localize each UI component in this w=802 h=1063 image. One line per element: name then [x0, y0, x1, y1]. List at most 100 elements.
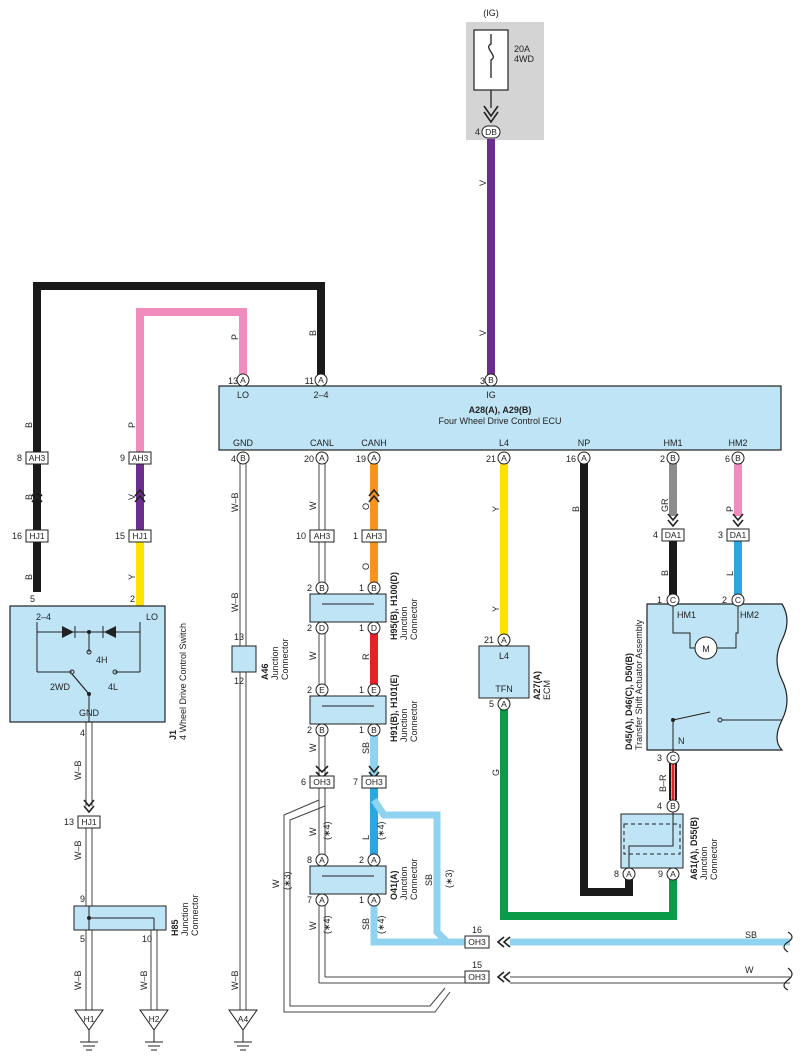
svg-text:HM1: HM1: [677, 610, 696, 620]
svg-text:2: 2: [307, 685, 312, 695]
svg-text:H1: H1: [84, 1014, 95, 1024]
svg-text:Y: Y: [127, 574, 137, 580]
fuse-source: (IG): [483, 8, 499, 18]
svg-text:W: W: [308, 501, 318, 510]
svg-text:N: N: [678, 736, 685, 746]
svg-text:D45(A), D46(C), D50(B): D45(A), D46(C), D50(B): [624, 653, 634, 750]
o41-junction: A 8 A 2 A 7 A 1 O41(A) Junction Connecto…: [307, 853, 419, 907]
svg-text:4: 4: [657, 801, 662, 811]
svg-text:GND: GND: [79, 708, 100, 718]
svg-text:B: B: [24, 422, 34, 428]
svg-text:4 Wheel Drive Control Switch: 4 Wheel Drive Control Switch: [178, 623, 188, 740]
svg-text:LO: LO: [237, 390, 249, 400]
svg-text:H91(B), H101(E): H91(B), H101(E): [389, 674, 399, 742]
wire-color-labels: V V P B B B B P V Y W–B W–B W–B W W W O …: [24, 180, 757, 990]
svg-text:(∗4): (∗4): [322, 821, 332, 840]
svg-text:A: A: [581, 453, 587, 463]
svg-text:SB: SB: [424, 874, 434, 886]
svg-text:2: 2: [307, 623, 312, 633]
svg-text:16: 16: [12, 531, 22, 541]
ecu-box: [218, 385, 782, 451]
svg-text:AH3: AH3: [366, 531, 383, 541]
svg-text:13: 13: [234, 632, 244, 642]
svg-text:A: A: [240, 375, 246, 385]
svg-text:2–4: 2–4: [36, 612, 51, 622]
svg-text:V: V: [478, 330, 488, 336]
svg-text:2: 2: [722, 595, 727, 605]
svg-text:O: O: [361, 503, 371, 510]
svg-text:A46: A46: [260, 663, 270, 680]
svg-text:W–B: W–B: [230, 970, 240, 990]
svg-text:E: E: [371, 685, 377, 695]
svg-text:13: 13: [64, 817, 74, 827]
svg-text:B: B: [240, 453, 246, 463]
svg-text:AH3: AH3: [29, 453, 46, 463]
svg-text:ECM: ECM: [542, 680, 552, 700]
svg-text:IG: IG: [486, 390, 496, 400]
svg-text:6: 6: [301, 777, 306, 787]
control-switch: 5 2 2–4 LO 4H 4L 2WD GND 4 J1 4 Wheel Dr…: [9, 594, 188, 740]
svg-text:Junction: Junction: [399, 708, 409, 742]
svg-text:CANL: CANL: [310, 438, 334, 448]
svg-text:Transfer Shift Actuator Assemb: Transfer Shift Actuator Assembly: [634, 619, 644, 750]
svg-text:W–B: W–B: [73, 760, 83, 780]
motor-icon: [694, 636, 718, 660]
svg-text:12: 12: [234, 676, 244, 686]
svg-text:Junction: Junction: [699, 846, 709, 880]
svg-text:4: 4: [231, 454, 236, 464]
svg-text:B: B: [670, 453, 676, 463]
svg-text:A: A: [318, 375, 324, 385]
svg-text:V: V: [478, 180, 488, 186]
svg-text:B: B: [319, 725, 325, 735]
svg-text:W–B: W–B: [139, 970, 149, 990]
svg-text:Junction: Junction: [270, 646, 280, 680]
h85-junction: 9 5 10 H85 Junction Connector: [73, 894, 200, 944]
svg-text:A4: A4: [238, 1014, 249, 1024]
ground-icon: H1: [74, 1009, 104, 1051]
svg-text:W–B: W–B: [73, 840, 83, 860]
inline-connectors: AH3 8 AH3 9 HJ1 16 HJ1 15 AH3 10 AH3 1 D…: [12, 451, 750, 984]
svg-text:B: B: [24, 574, 34, 580]
svg-text:1: 1: [359, 685, 364, 695]
svg-text:19: 19: [356, 454, 366, 464]
svg-text:5: 5: [80, 934, 85, 944]
svg-text:B: B: [24, 494, 34, 500]
svg-text:W: W: [308, 651, 318, 660]
svg-text:GND: GND: [233, 438, 254, 448]
switch-blade-icon: [672, 711, 711, 721]
ecu-name: Four Wheel Drive Control ECU: [438, 416, 561, 426]
svg-text:Connector: Connector: [409, 700, 419, 742]
svg-text:A: A: [501, 635, 507, 645]
svg-text:A61(A), D55(B): A61(A), D55(B): [689, 817, 699, 880]
svg-text:A: A: [371, 895, 377, 905]
svg-text:A: A: [371, 855, 377, 865]
svg-text:E: E: [319, 685, 325, 695]
svg-text:B: B: [735, 453, 741, 463]
svg-text:3: 3: [657, 753, 662, 763]
svg-text:A: A: [501, 453, 507, 463]
svg-text:DA1: DA1: [730, 530, 747, 540]
svg-text:OH3: OH3: [468, 972, 486, 982]
svg-text:C: C: [735, 595, 741, 605]
svg-text:A: A: [670, 869, 676, 879]
svg-text:NP: NP: [578, 438, 591, 448]
diode-icon: [62, 626, 74, 638]
svg-text:D: D: [371, 623, 377, 633]
svg-text:7: 7: [307, 895, 312, 905]
svg-text:4: 4: [80, 728, 85, 738]
ground-icon: H2: [139, 1009, 169, 1051]
a46-junction: 13 12 A46 Junction Connector: [231, 632, 290, 686]
svg-text:Junction: Junction: [399, 866, 409, 900]
svg-text:21: 21: [484, 635, 494, 645]
svg-text:LO: LO: [146, 612, 158, 622]
svg-text:H85: H85: [170, 919, 180, 936]
svg-text:SB: SB: [745, 930, 757, 940]
svg-text:1: 1: [359, 725, 364, 735]
svg-text:W–B: W–B: [73, 970, 83, 990]
svg-text:W: W: [308, 921, 318, 930]
svg-text:CANH: CANH: [361, 438, 387, 448]
svg-text:L: L: [725, 571, 735, 576]
svg-text:B: B: [371, 725, 377, 735]
svg-text:6: 6: [725, 454, 730, 464]
svg-text:1: 1: [359, 895, 364, 905]
